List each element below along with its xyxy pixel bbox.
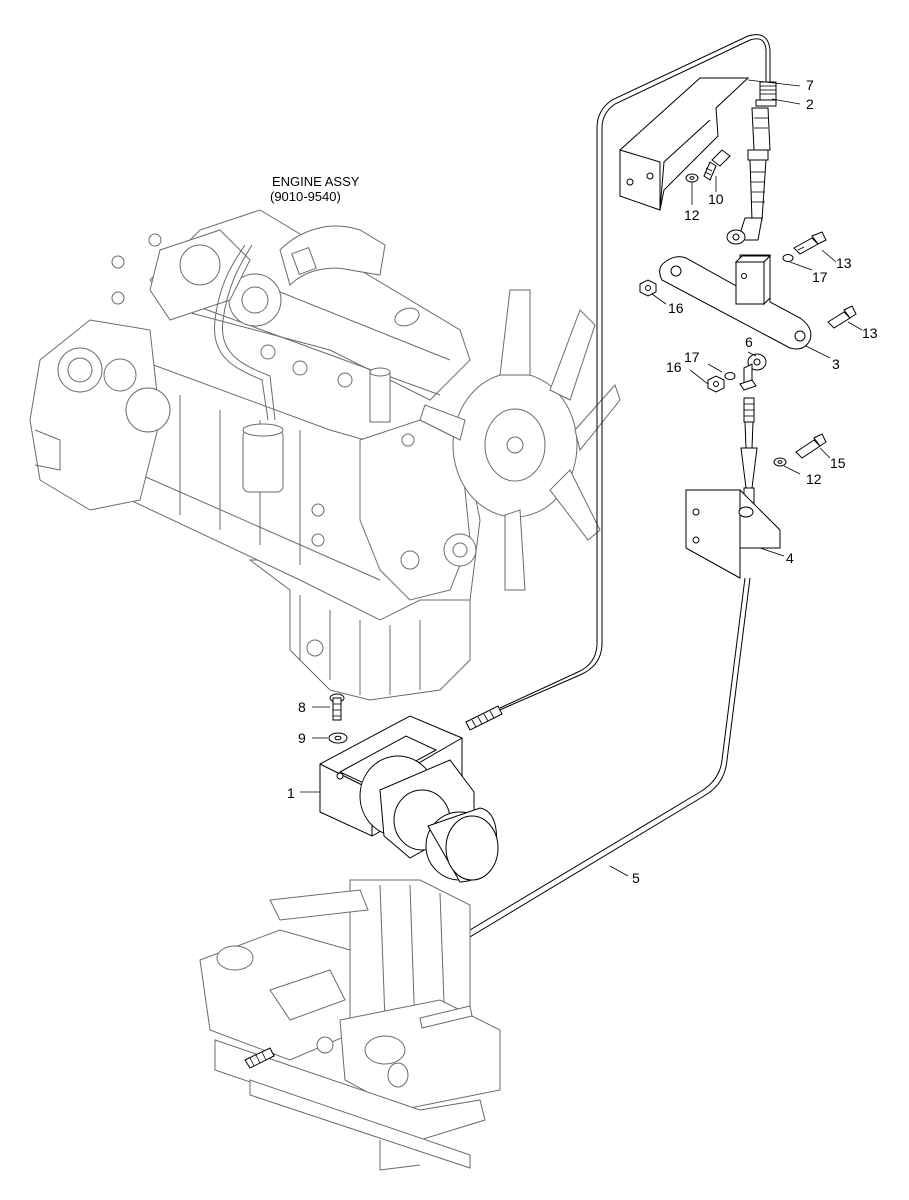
- part-label-13-lower: 13: [862, 325, 878, 341]
- part-label-16-upper: 16: [668, 300, 684, 316]
- nut-16-lower: [707, 375, 725, 393]
- part-label-1: 1: [287, 785, 295, 801]
- part-label-3: 3: [832, 356, 840, 372]
- part-label-5: 5: [632, 870, 640, 886]
- washer-17-lower: [724, 372, 736, 380]
- actuator-1: [319, 715, 499, 883]
- part-label-15: 15: [830, 455, 846, 471]
- labels: ENGINE ASSY (9010-9540) 7 2 12 10 13 17 …: [270, 77, 878, 886]
- part-label-16-lower: 16: [666, 359, 682, 375]
- part-label-2: 2: [806, 96, 814, 112]
- part-label-12-upper: 12: [684, 207, 700, 223]
- cable-end-fitting: [726, 81, 777, 245]
- part-label-6: 6: [745, 334, 753, 350]
- mounting-bracket-upper: [619, 77, 750, 211]
- part-label-17-lower: 17: [684, 349, 700, 365]
- part-label-10: 10: [708, 191, 724, 207]
- bolt-13-lower: [827, 305, 857, 329]
- bolt-13-upper: [793, 231, 827, 255]
- part-label-9: 9: [298, 730, 306, 746]
- cable-seat-end: [244, 1047, 275, 1069]
- washer-17-upper: [782, 254, 794, 262]
- nut-16-upper: [639, 279, 657, 297]
- bolt-15: [795, 433, 827, 459]
- part-label-7: 7: [806, 77, 814, 93]
- washer-9: [328, 732, 348, 744]
- engine-assy-range: (9010-9540): [270, 189, 341, 204]
- cable-bracket-4: [685, 489, 781, 579]
- lower-cable-fitting: [740, 397, 758, 509]
- bolt-8: [329, 693, 345, 721]
- washer-12-lower: [773, 457, 787, 467]
- part-label-4: 4: [786, 550, 794, 566]
- operator-seat: [199, 879, 501, 1171]
- engine-assembly: [29, 209, 621, 701]
- lever-plate-3: [659, 254, 812, 350]
- part-label-12-lower: 12: [806, 471, 822, 487]
- part-label-8: 8: [298, 699, 306, 715]
- throttle-cable-upper: [465, 34, 771, 731]
- throttle-cable-5: [269, 577, 751, 1056]
- washer-12-upper: [685, 173, 699, 183]
- leader-lines: [300, 79, 863, 877]
- engine-assy-title: ENGINE ASSY: [272, 174, 360, 189]
- part-label-13-upper: 13: [836, 255, 852, 271]
- bolt-10: [703, 149, 731, 181]
- part-label-17-upper: 17: [812, 269, 828, 285]
- rod-end-6: [739, 353, 767, 391]
